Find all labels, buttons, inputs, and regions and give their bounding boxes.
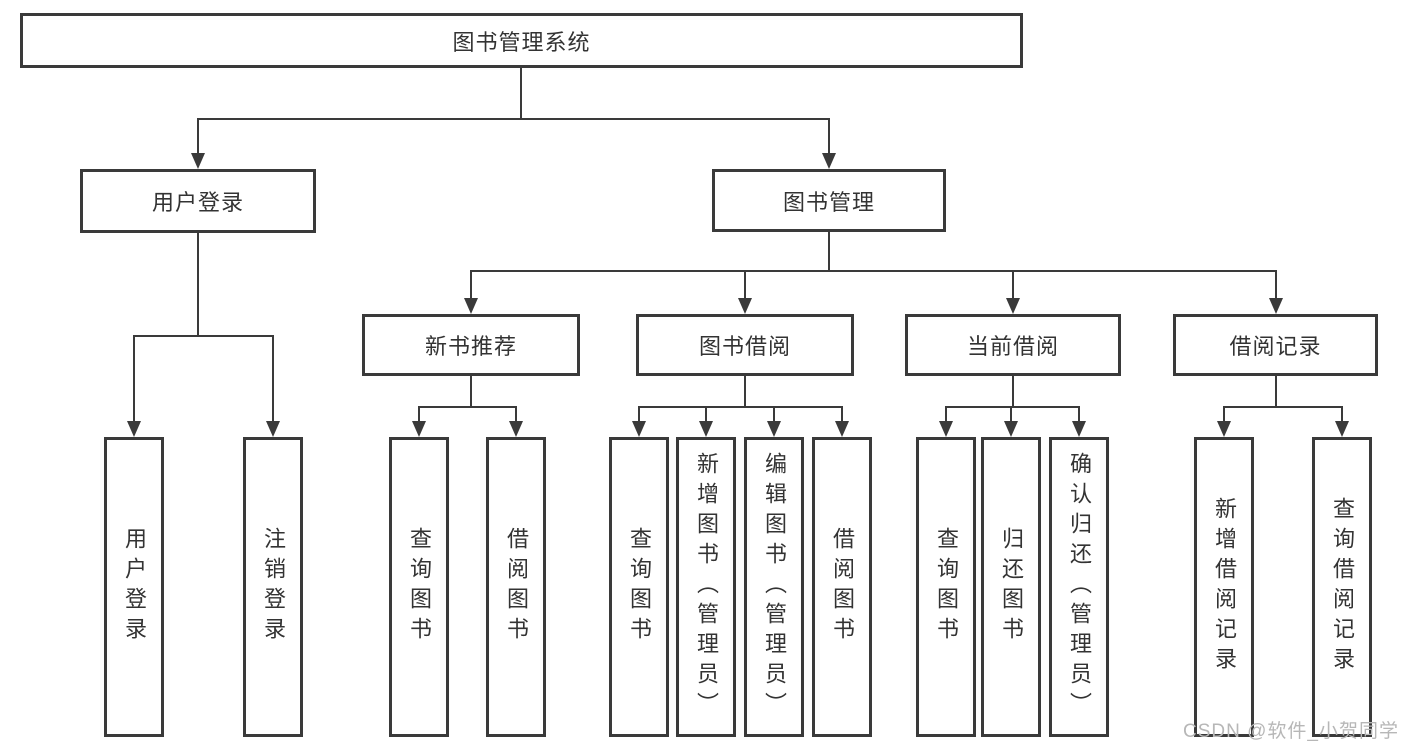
connector-records-stem (1275, 376, 1277, 408)
node-book-borrow-label: 图书借阅 (698, 334, 791, 359)
arrowhead-br-query (1335, 421, 1349, 437)
arrowhead-book-management (822, 153, 836, 169)
leaf-borrow-add-books-admin-label: 新增图书（管理员） (694, 452, 719, 722)
arrowhead-cb-confirm (1072, 421, 1086, 437)
arrowhead-leaf-user-login (127, 421, 141, 437)
connector-drop-book-management (828, 118, 830, 155)
connector-drop-bb-add (705, 406, 707, 423)
arrowhead-bb-add (699, 421, 713, 437)
connector-drop-nb-query (418, 406, 420, 423)
connector-drop-cb-query (945, 406, 947, 423)
leaf-records-query-record: 查询借阅记录 (1312, 437, 1372, 737)
connector-drop-br-add (1223, 406, 1225, 423)
node-borrow-records: 借阅记录 (1173, 314, 1378, 376)
leaf-borrow-edit-books-admin: 编辑图书（管理员） (744, 437, 804, 737)
node-library-system: 图书管理系统 (20, 13, 1023, 68)
node-book-borrow: 图书借阅 (636, 314, 854, 376)
leaf-user-login-label: 用户登录 (122, 527, 147, 647)
connector-userlogin-rail (133, 335, 274, 337)
connector-root-stem (520, 68, 522, 120)
connector-drop-book-borrow (744, 270, 746, 300)
arrowhead-bb-edit (767, 421, 781, 437)
connector-drop-bb-borrow (841, 406, 843, 423)
node-borrow-records-label: 借阅记录 (1229, 334, 1322, 359)
connector-drop-bb-query (638, 406, 640, 423)
leaf-user-login: 用户登录 (104, 437, 164, 737)
node-user-login-label: 用户登录 (151, 190, 244, 215)
connector-drop-cb-return (1010, 406, 1012, 423)
leaf-borrow-query-books: 查询图书 (609, 437, 669, 737)
connector-drop-user-login (197, 118, 199, 155)
connector-borrow-stem (744, 376, 746, 408)
arrowhead-cb-query (939, 421, 953, 437)
arrowhead-bb-query (632, 421, 646, 437)
leaf-records-query-record-label: 查询借阅记录 (1330, 497, 1355, 677)
leaf-newbook-query-books-label: 查询图书 (407, 527, 432, 647)
connector-bookmgmt-stem (828, 232, 830, 272)
leaf-logout-label: 注销登录 (261, 527, 286, 647)
connector-drop-leaf-user-login (133, 335, 135, 423)
connector-newbook-rail (418, 406, 517, 408)
leaf-current-confirm-return-admin-label: 确认归还（管理员） (1067, 452, 1092, 722)
arrowhead-user-login (191, 153, 205, 169)
leaf-logout: 注销登录 (243, 437, 303, 737)
leaf-borrow-edit-books-admin-label: 编辑图书（管理员） (762, 452, 787, 722)
connector-current-rail (945, 406, 1080, 408)
connector-drop-bb-edit (773, 406, 775, 423)
leaf-borrow-borrow-books: 借阅图书 (812, 437, 872, 737)
leaf-records-add-record: 新增借阅记录 (1194, 437, 1254, 737)
connector-drop-new-book (470, 270, 472, 300)
arrowhead-br-add (1217, 421, 1231, 437)
arrowhead-borrow-records (1269, 298, 1283, 314)
node-current-borrow: 当前借阅 (905, 314, 1121, 376)
leaf-current-query-books-label: 查询图书 (934, 527, 959, 647)
connector-newbook-stem (470, 376, 472, 408)
connector-drop-cb-confirm (1078, 406, 1080, 423)
leaf-current-return-books-label: 归还图书 (999, 527, 1024, 647)
leaf-newbook-borrow-books-label: 借阅图书 (504, 527, 529, 647)
arrowhead-current-borrow (1006, 298, 1020, 314)
connector-root-rail (197, 118, 830, 120)
leaf-borrow-add-books-admin: 新增图书（管理员） (676, 437, 736, 737)
leaf-current-confirm-return-admin: 确认归还（管理员） (1049, 437, 1109, 737)
arrowhead-book-borrow (738, 298, 752, 314)
leaf-current-query-books: 查询图书 (916, 437, 976, 737)
arrowhead-bb-borrow (835, 421, 849, 437)
arrowhead-cb-return (1004, 421, 1018, 437)
leaf-records-add-record-label: 新增借阅记录 (1212, 497, 1237, 677)
connector-drop-leaf-logout (272, 335, 274, 423)
node-new-book-recommend: 新书推荐 (362, 314, 580, 376)
node-book-management-label: 图书管理 (782, 189, 875, 215)
csdn-watermark: CSDN @软件_小贺同学 (1183, 721, 1399, 742)
arrowhead-nb-query (412, 421, 426, 437)
node-library-system-label: 图书管理系统 (452, 29, 591, 55)
leaf-current-return-books: 归还图书 (981, 437, 1041, 737)
connector-bookmgmt-rail (470, 270, 1277, 272)
connector-records-rail (1223, 406, 1343, 408)
node-current-borrow-label: 当前借阅 (966, 334, 1059, 359)
connector-drop-current-borrow (1012, 270, 1014, 300)
connector-drop-br-query (1341, 406, 1343, 423)
arrowhead-leaf-logout (266, 421, 280, 437)
connector-current-stem (1012, 376, 1014, 408)
leaf-borrow-borrow-books-label: 借阅图书 (830, 527, 855, 647)
node-user-login: 用户登录 (80, 169, 316, 233)
leaf-newbook-query-books: 查询图书 (389, 437, 449, 737)
connector-drop-nb-borrow (515, 406, 517, 423)
leaf-newbook-borrow-books: 借阅图书 (486, 437, 546, 737)
connector-borrow-rail (638, 406, 843, 408)
leaf-borrow-query-books-label: 查询图书 (627, 527, 652, 647)
arrowhead-nb-borrow (509, 421, 523, 437)
connector-userlogin-stem (197, 233, 199, 337)
node-book-management: 图书管理 (712, 169, 946, 232)
connector-drop-borrow-records (1275, 270, 1277, 300)
node-new-book-recommend-label: 新书推荐 (424, 334, 517, 359)
arrowhead-new-book (464, 298, 478, 314)
